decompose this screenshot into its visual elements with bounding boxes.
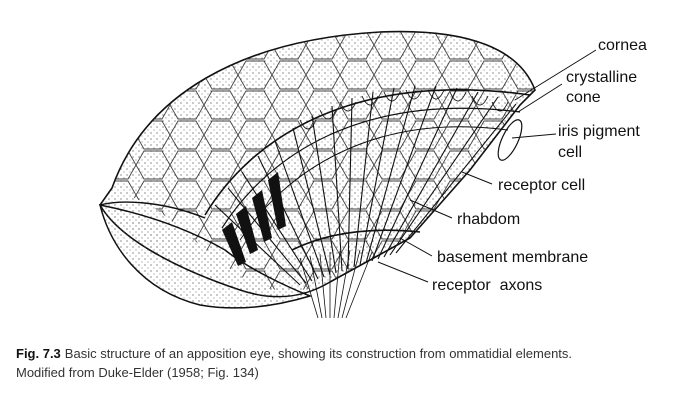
leader-lines (377, 49, 597, 283)
label-basement-membrane: basement membrane (437, 249, 588, 266)
ommatidia-fan (204, 85, 531, 319)
label-receptor-axons: receptor axons (432, 277, 542, 294)
figure-number: Fig. 7.3 (16, 346, 61, 361)
caption-text-line-1: Basic structure of an apposition eye, sh… (64, 346, 573, 361)
caption-line-2: Modified from Duke-Elder (1958; Fig. 134… (16, 365, 259, 380)
label-iris-pigment-cell-line1: iris pigment (558, 123, 640, 140)
label-crystalline-cone-line2: cone (566, 89, 601, 106)
label-iris-pigment-cell-line2: cell (558, 144, 582, 161)
label-rhabdom: rhabdom (457, 211, 520, 228)
eye-body (98, 30, 536, 309)
label-receptor-cell: receptor cell (498, 177, 585, 194)
labels: cornea crystalline cone iris pigment cel… (432, 37, 647, 294)
label-crystalline-cone-line1: crystalline (566, 69, 637, 86)
label-cornea: cornea (598, 37, 647, 54)
